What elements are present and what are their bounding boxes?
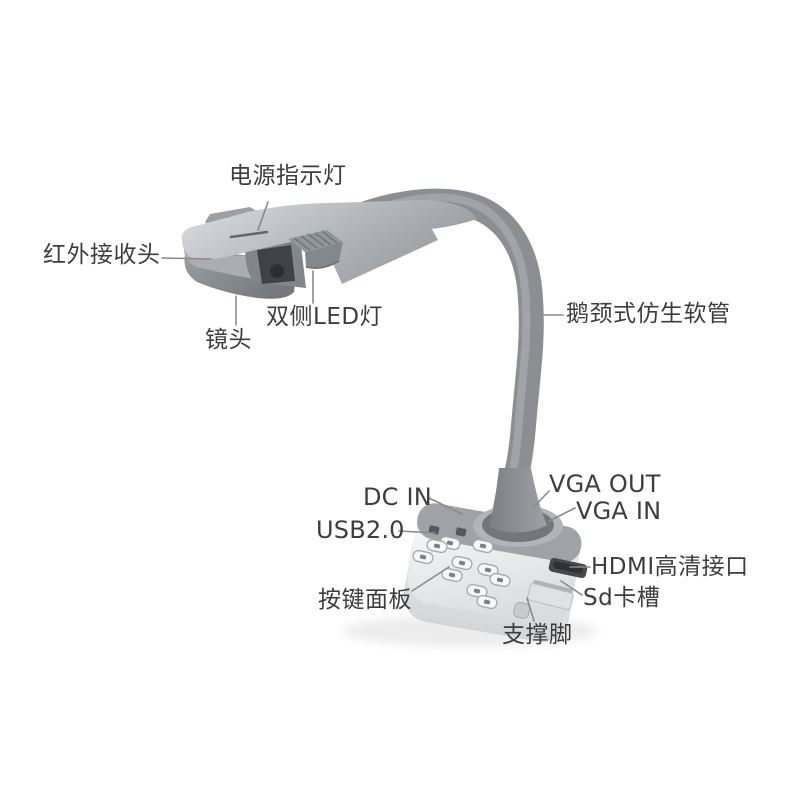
keypad-panel: [412, 525, 511, 610]
label-lens: 镜头: [205, 327, 252, 353]
label-hdmi-port: HDMI高清接口: [591, 554, 749, 580]
leader-vga-in: [548, 507, 576, 522]
keypad-button-glyphs: [419, 540, 504, 605]
label-keypad-panel: 按键面板: [318, 587, 412, 613]
label-ir-receiver: 红外接收头: [43, 242, 161, 268]
keypad-print-icon: [455, 527, 467, 537]
support-foot: [513, 601, 531, 619]
label-vga-out: VGA OUT: [549, 470, 661, 498]
leader-vga-out: [532, 490, 550, 509]
base-unit: [403, 503, 588, 642]
leader-sd: [560, 580, 583, 596]
leader-lines: [161, 201, 591, 622]
leader-keypad: [411, 566, 450, 592]
led-block: [288, 230, 343, 269]
label-usb: USB2.0: [316, 516, 405, 544]
leader-ir-receiver: [161, 257, 212, 260]
leader-foot: [526, 597, 535, 622]
label-gooseneck-tube: 鹅颈式仿生软管: [566, 301, 731, 327]
leader-power-indicator: [257, 201, 269, 231]
label-sd-card-slot: Sd卡槽: [583, 585, 661, 611]
label-support-foot: 支撑脚: [502, 622, 573, 648]
label-dc-in: DC IN: [363, 483, 432, 511]
head-top-surface: [181, 200, 477, 260]
gooseneck-highlight: [348, 193, 531, 475]
lens-barrel: [270, 264, 284, 278]
leader-usb: [398, 530, 436, 534]
gooseneck-cone: [489, 468, 547, 533]
sd-card: [527, 580, 574, 610]
camera-head: [181, 200, 477, 299]
label-vga-in: VGA IN: [576, 497, 662, 525]
label-dual-side-led: 双侧LED灯: [266, 304, 384, 330]
power-indicator-slit: [229, 230, 269, 239]
label-power-indicator-light: 电源指示灯: [229, 163, 347, 189]
hdmi-port: [548, 557, 588, 579]
leader-dc-in: [428, 497, 463, 515]
